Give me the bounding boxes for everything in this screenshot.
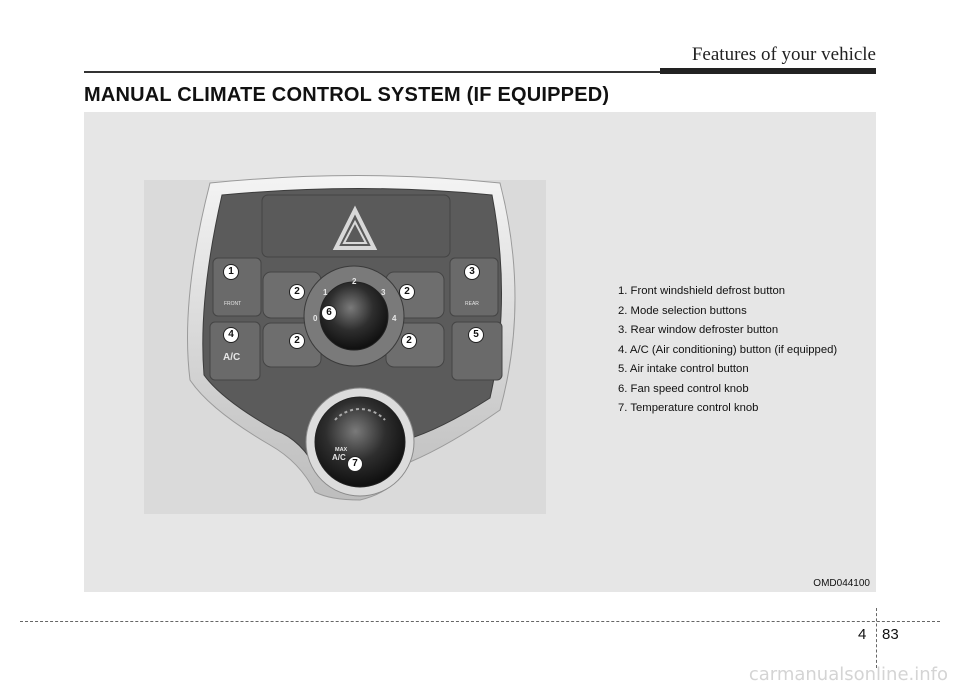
- header-rule-thin: [84, 71, 660, 73]
- air-intake-button: [451, 321, 503, 381]
- fan-scale-1: 1: [323, 288, 328, 297]
- knob-ac-label: A/C: [332, 453, 346, 462]
- callout-3: 3: [464, 264, 480, 280]
- rear-defrost-button: [449, 257, 499, 317]
- watermark: carmanualsonline.info: [748, 664, 948, 685]
- callout-7: 7: [347, 456, 363, 472]
- callout-4: 4: [223, 327, 239, 343]
- legend-item: 4. A/C (Air conditioning) button (if equ…: [618, 343, 838, 356]
- front-label: FRONT: [224, 301, 242, 307]
- rear-label: REAR: [465, 301, 479, 307]
- figure-legend: 1. Front windshield defrost button 2. Mo…: [618, 282, 837, 419]
- legend-item: 1. Front windshield defrost button: [618, 285, 786, 297]
- ac-button: [209, 321, 261, 381]
- callout-2c: 2: [289, 333, 305, 349]
- legend-item: 5. Air intake control button: [618, 363, 749, 375]
- legend-item: 2. Mode selection buttons: [618, 304, 747, 317]
- legend-item: 6. Fan speed control knob: [618, 382, 749, 395]
- callout-6: 6: [321, 305, 337, 321]
- fan-scale-3: 3: [381, 288, 386, 297]
- page-title: MANUAL CLIMATE CONTROL SYSTEM (IF EQUIPP…: [84, 84, 610, 106]
- callout-2d: 2: [401, 333, 417, 349]
- fan-scale-4: 4: [392, 314, 397, 323]
- figure-code: OMD044100: [813, 578, 870, 589]
- callout-5: 5: [468, 327, 484, 343]
- ac-button-label: A/C: [223, 352, 241, 363]
- callout-2b: 2: [399, 284, 415, 300]
- callout-2a: 2: [289, 284, 305, 300]
- legend-item: 3. Rear window defroster button: [618, 324, 779, 336]
- running-header: Features of your vehicle: [691, 44, 876, 65]
- hazard-icon: [332, 205, 378, 250]
- callout-1: 1: [223, 264, 239, 280]
- legend-item: 7. Temperature control knob: [618, 402, 759, 414]
- footer-rule: [20, 621, 940, 622]
- fan-scale-0: 0: [313, 314, 318, 323]
- temperature-knob: [314, 396, 406, 488]
- page-number-divider: [876, 608, 877, 668]
- header-rule-thick: [660, 68, 876, 74]
- max-label: MAX: [335, 447, 348, 453]
- fan-scale-2: 2: [352, 277, 357, 286]
- fan-speed-knob: [319, 281, 389, 351]
- chapter-number: 4: [858, 626, 867, 643]
- page-number: 83: [882, 626, 899, 643]
